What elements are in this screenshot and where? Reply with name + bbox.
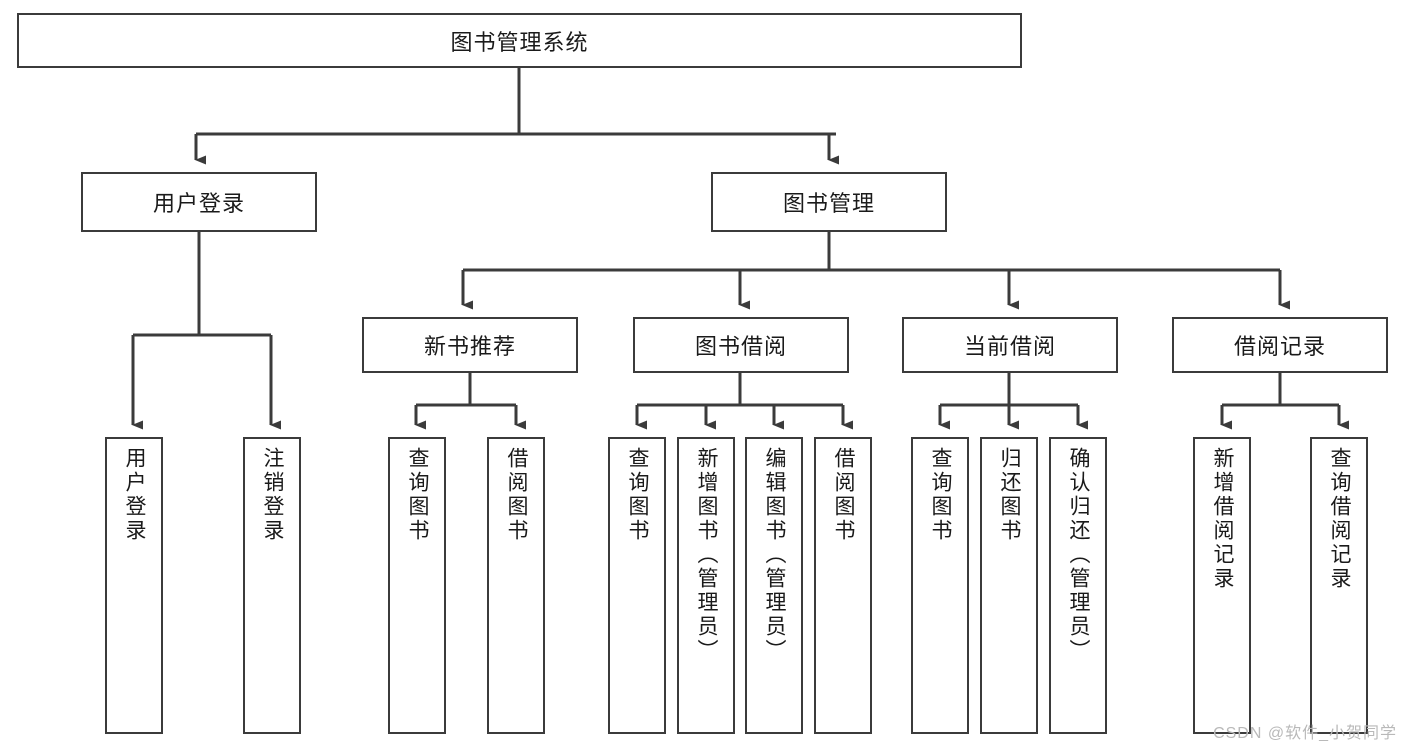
node-label: 新增借阅记录 <box>1211 447 1235 591</box>
node-label: 确认归还（管理员） <box>1067 447 1091 663</box>
node-label: 图书借阅 <box>694 334 787 359</box>
node-label: 当前借阅 <box>963 334 1056 359</box>
leaf-add-book[interactable]: 新增图书（管理员） <box>677 437 735 734</box>
leaf-query-book-3[interactable]: 查询图书 <box>911 437 969 734</box>
leaf-borrow-book-2[interactable]: 借阅图书 <box>814 437 872 734</box>
node-book-borrow[interactable]: 图书借阅 <box>633 317 849 373</box>
node-label: 借阅图书 <box>505 447 529 543</box>
node-label: 查询图书 <box>406 447 430 543</box>
node-label: 用户登录 <box>152 191 245 216</box>
node-new-book-rec[interactable]: 新书推荐 <box>362 317 578 373</box>
node-label: 查询借阅记录 <box>1328 447 1352 591</box>
node-current-borrow[interactable]: 当前借阅 <box>902 317 1118 373</box>
node-book-manage[interactable]: 图书管理 <box>711 172 947 232</box>
node-label: 归还图书 <box>998 447 1022 543</box>
node-label: 借阅记录 <box>1233 334 1326 359</box>
node-label: 借阅图书 <box>832 447 856 543</box>
node-label: 图书管理 <box>782 191 875 216</box>
node-label: 用户登录 <box>123 447 147 543</box>
node-label: 图书管理系统 <box>450 29 589 55</box>
leaf-confirm-return[interactable]: 确认归还（管理员） <box>1049 437 1107 734</box>
leaf-borrow-book-1[interactable]: 借阅图书 <box>487 437 545 734</box>
leaf-query-record[interactable]: 查询借阅记录 <box>1310 437 1368 734</box>
node-borrow-record[interactable]: 借阅记录 <box>1172 317 1388 373</box>
node-user-login[interactable]: 用户登录 <box>81 172 317 232</box>
node-label: 查询图书 <box>626 447 650 543</box>
node-book-management-system[interactable]: 图书管理系统 <box>17 13 1022 68</box>
leaf-add-record[interactable]: 新增借阅记录 <box>1193 437 1251 734</box>
node-label: 查询图书 <box>929 447 953 543</box>
node-label: 新增图书（管理员） <box>695 447 719 663</box>
leaf-user-login[interactable]: 用户登录 <box>105 437 163 734</box>
node-label: 编辑图书（管理员） <box>763 447 787 663</box>
node-label: 注销登录 <box>261 447 285 543</box>
watermark: CSDN @软件_小贺同学 <box>1213 725 1397 742</box>
node-label: 新书推荐 <box>423 334 516 359</box>
leaf-edit-book[interactable]: 编辑图书（管理员） <box>745 437 803 734</box>
leaf-return-book[interactable]: 归还图书 <box>980 437 1038 734</box>
leaf-query-book-1[interactable]: 查询图书 <box>388 437 446 734</box>
leaf-query-book-2[interactable]: 查询图书 <box>608 437 666 734</box>
leaf-logout[interactable]: 注销登录 <box>243 437 301 734</box>
